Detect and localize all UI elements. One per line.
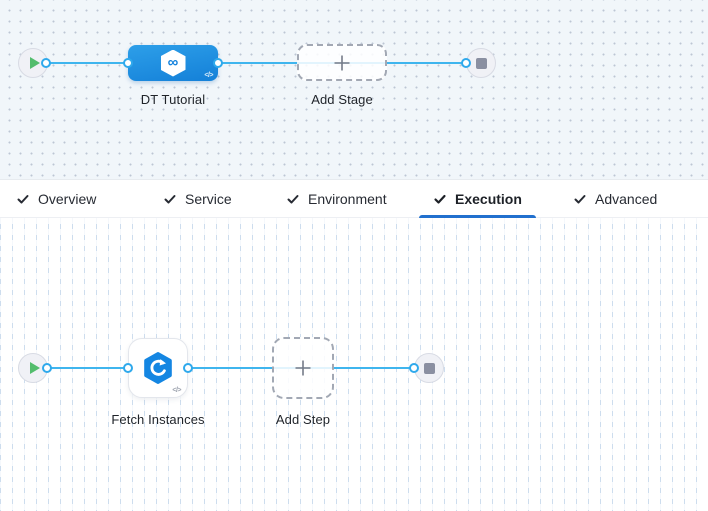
tab-overview[interactable]: Overview — [2, 180, 110, 218]
code-view-icon[interactable]: </> — [204, 72, 213, 79]
start-node-out-connector[interactable] — [42, 363, 52, 373]
step-edge-line — [33, 367, 419, 369]
infinity-icon: ∞ — [167, 54, 179, 71]
stage-node-out-connector[interactable] — [213, 58, 223, 68]
custom-deployment-icon — [144, 352, 172, 384]
code-view-icon[interactable]: </> — [172, 387, 181, 394]
tab-environment[interactable]: Environment — [272, 180, 401, 218]
stage-node-in-connector[interactable] — [123, 58, 133, 68]
execution-step-graph-canvas[interactable]: </> Fetch Instances Add Step — [0, 218, 708, 511]
execution-end-node[interactable] — [414, 353, 444, 383]
tab-label: Overview — [38, 191, 97, 207]
stop-icon — [475, 57, 487, 69]
add-stage-label: Add Stage — [311, 92, 373, 107]
stage-label: DT Tutorial — [140, 92, 206, 107]
stage-config-tabbar: Overview Service Environment Execution A… — [0, 180, 708, 218]
pipeline-hexagon-icon: ∞ — [160, 49, 186, 77]
end-node-in-connector[interactable] — [409, 363, 419, 373]
play-icon — [29, 362, 40, 374]
step-node-in-connector[interactable] — [123, 363, 133, 373]
check-icon — [164, 195, 176, 204]
check-icon — [17, 195, 29, 204]
tab-execution[interactable]: Execution — [419, 180, 536, 218]
check-icon — [574, 195, 586, 204]
add-step-button[interactable] — [272, 337, 334, 399]
tab-service[interactable]: Service — [149, 180, 246, 218]
add-step-label: Add Step — [275, 412, 331, 427]
start-node-out-connector[interactable] — [41, 58, 51, 68]
step-node-out-connector[interactable] — [183, 363, 193, 373]
tab-label: Execution — [455, 191, 522, 207]
tab-advanced[interactable]: Advanced — [559, 180, 671, 218]
stop-icon — [423, 362, 435, 374]
tab-label: Advanced — [595, 191, 658, 207]
play-icon — [29, 57, 40, 69]
stage-node-dt-tutorial[interactable]: ∞ </> — [128, 45, 218, 81]
stage-graph-canvas[interactable]: ∞ </> DT Tutorial Add Stage — [0, 0, 708, 180]
step-label: Fetch Instances — [111, 412, 205, 427]
pipeline-end-node[interactable] — [466, 48, 496, 78]
end-node-in-connector[interactable] — [461, 58, 471, 68]
plus-icon — [295, 360, 311, 376]
tab-label: Service — [185, 191, 232, 207]
add-stage-button[interactable] — [297, 44, 387, 81]
check-icon — [287, 195, 299, 204]
tab-label: Environment — [308, 191, 387, 207]
check-icon — [434, 194, 446, 204]
plus-icon — [334, 55, 350, 70]
step-node-fetch-instances[interactable]: </> — [128, 338, 188, 398]
stage-edge-line — [33, 62, 466, 64]
